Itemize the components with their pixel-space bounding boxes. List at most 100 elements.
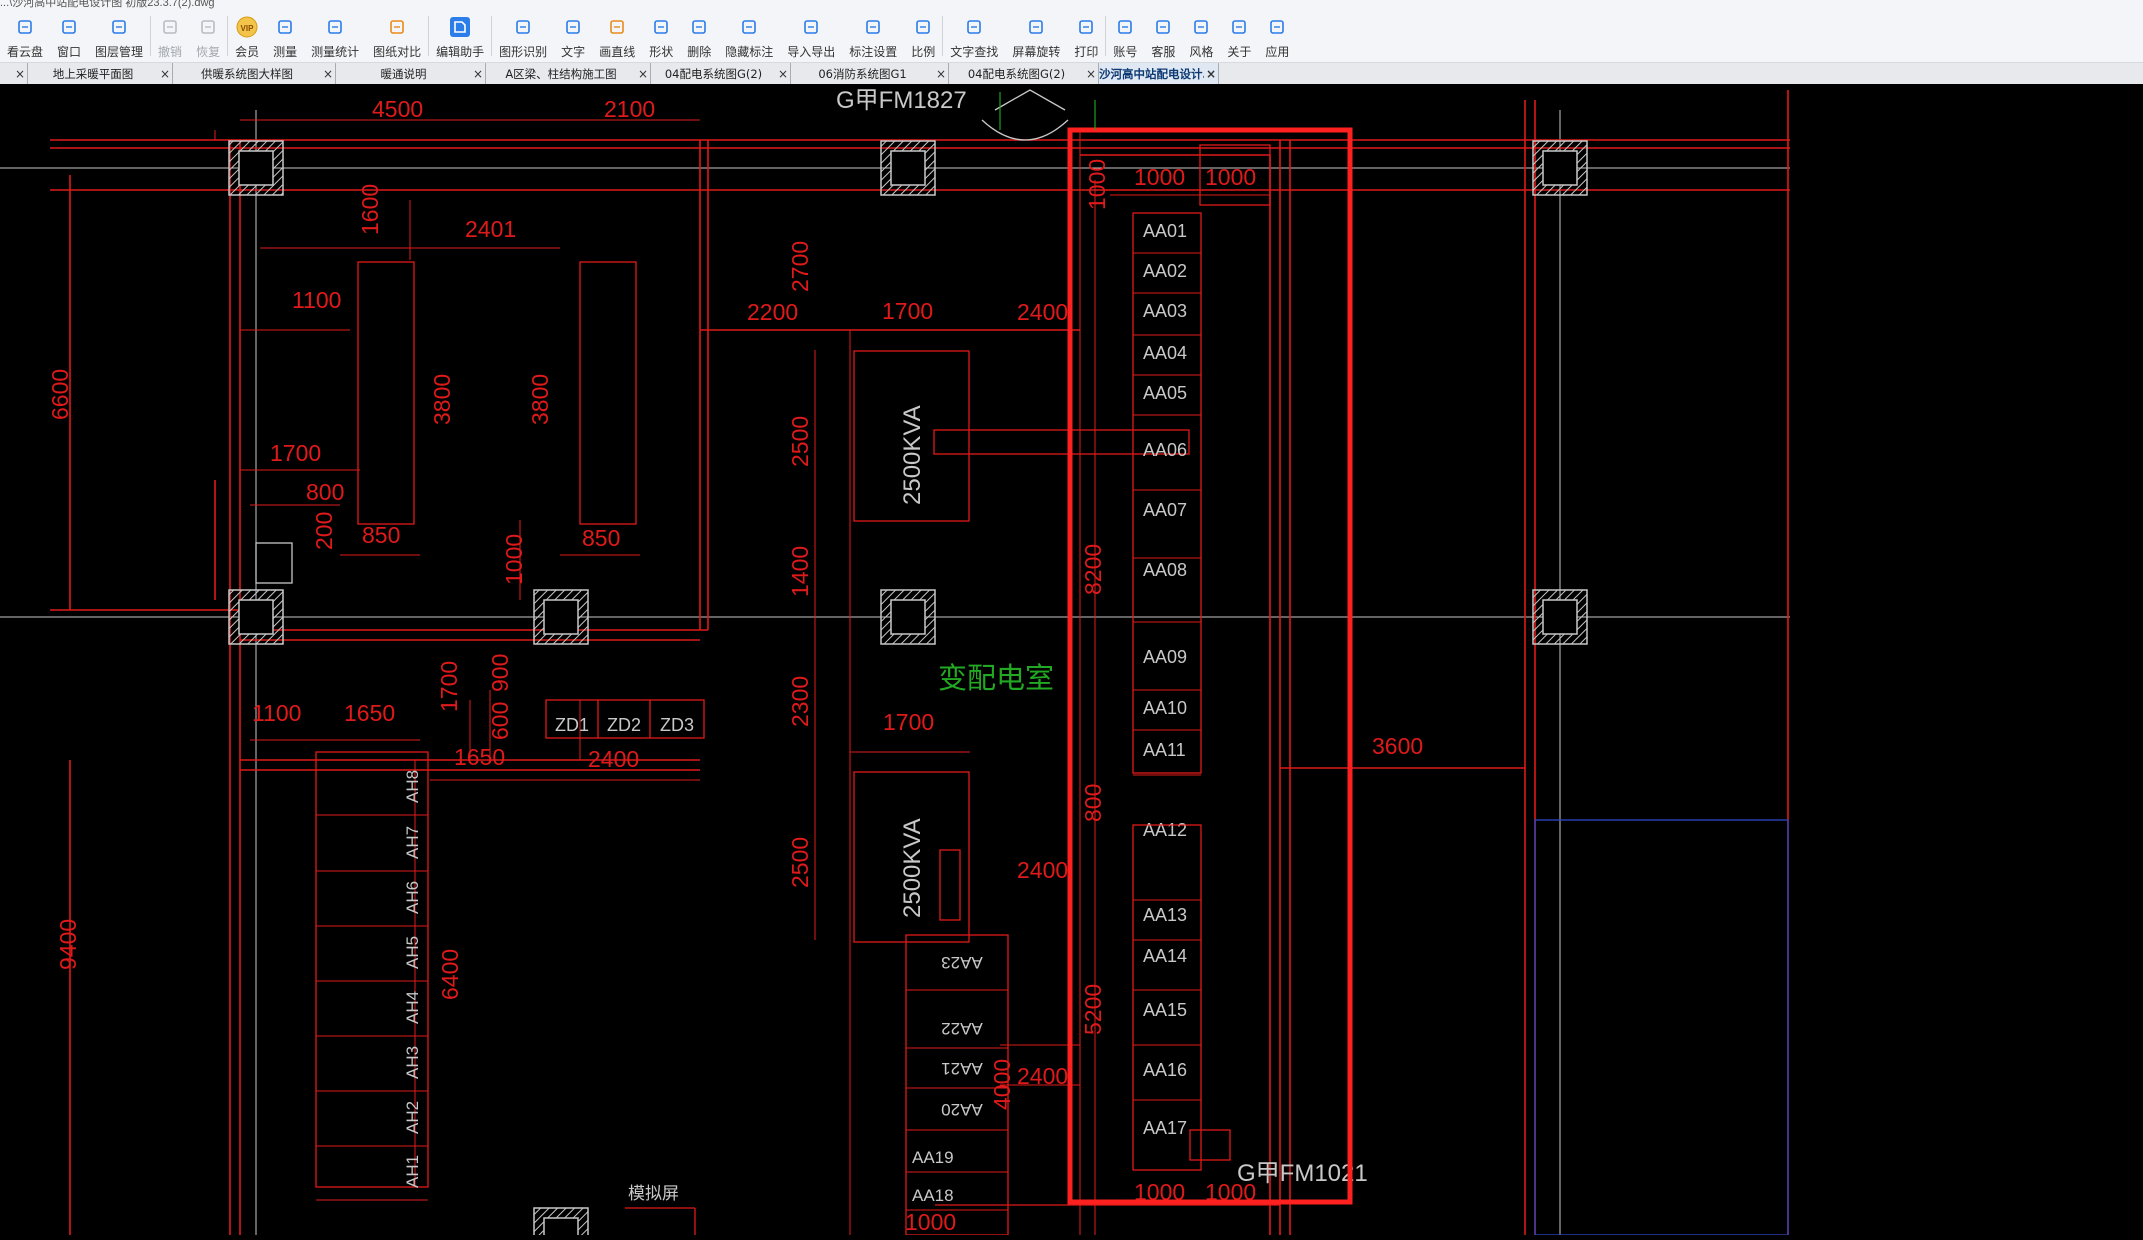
toolbar-apps-button[interactable]: 应用 bbox=[1258, 9, 1296, 62]
toolbar-redo-button[interactable]: 恢复 bbox=[189, 9, 227, 62]
toolbar-text-search-button[interactable]: 文字查找 bbox=[943, 9, 1005, 62]
toolbar-shape-recognize-button[interactable]: 图形识别 bbox=[492, 9, 554, 62]
tab-document[interactable]: 地上采暖平面图× bbox=[28, 63, 173, 84]
toolbar-style-button[interactable]: 风格 bbox=[1182, 9, 1220, 62]
close-icon[interactable]: × bbox=[159, 66, 171, 81]
aa-cabinet-label: AA05 bbox=[1143, 383, 1187, 403]
toolbar-button-label: 恢复 bbox=[196, 45, 221, 59]
toolbar-cloud-button[interactable]: 看云盘 bbox=[0, 9, 50, 62]
dim-text: 3800 bbox=[527, 374, 553, 425]
aa-low-label: AA22 bbox=[941, 1019, 983, 1038]
toolbar-undo-button[interactable]: 撤销 bbox=[151, 9, 189, 62]
toolbar-button-label: 隐藏标注 bbox=[725, 45, 774, 59]
dim-text: 2200 bbox=[747, 299, 798, 325]
scale-icon bbox=[914, 15, 932, 39]
ah-cabinet-label: AH4 bbox=[403, 991, 422, 1024]
dim-text: 4000 bbox=[989, 1059, 1015, 1110]
aa-cabinet-label: AA03 bbox=[1143, 301, 1187, 321]
shape-recognize-icon bbox=[514, 15, 532, 39]
aa-cabinet-label: AA17 bbox=[1143, 1118, 1187, 1138]
compare-icon bbox=[388, 15, 406, 39]
toolbar-line-button[interactable]: 画直线 bbox=[592, 9, 642, 62]
dim-text: 1700 bbox=[882, 298, 933, 324]
undo-icon bbox=[161, 15, 179, 39]
dim-text: 1600 bbox=[357, 184, 383, 235]
toolbar-separator bbox=[942, 16, 944, 56]
dim-text: 3600 bbox=[1372, 733, 1423, 759]
close-icon[interactable]: × bbox=[1085, 66, 1097, 81]
toolbar-scale-button[interactable]: 比例 bbox=[904, 9, 942, 62]
close-icon[interactable]: × bbox=[935, 66, 947, 81]
selection-highlight bbox=[1067, 127, 1353, 1205]
tab-document[interactable]: 06消防系统图G1× bbox=[791, 63, 949, 84]
toolbar-edit-assistant-button[interactable]: 编辑助手 bbox=[429, 9, 491, 62]
toolbar-button-label: 图形识别 bbox=[499, 45, 548, 59]
toolbar-button-label: 导入导出 bbox=[787, 45, 836, 59]
toolbar-button-label: 账号 bbox=[1113, 45, 1138, 59]
toolbar-button-label: 关于 bbox=[1227, 45, 1252, 59]
dim-text: 2400 bbox=[1017, 1063, 1068, 1089]
toolbar-rotate-screen-button[interactable]: 屏幕旋转 bbox=[1005, 9, 1067, 62]
toolbar-hide-annotation-button[interactable]: 隐藏标注 bbox=[718, 9, 780, 62]
ah-cabinet-label: AH6 bbox=[403, 881, 422, 914]
ah-cabinet-label: AH3 bbox=[403, 1046, 422, 1079]
close-icon[interactable]: × bbox=[322, 66, 334, 81]
window-title: ...\沙河高中站配电设计图 初版23.3.7(2).dwg bbox=[0, 0, 215, 9]
toolbar-annotation-settings-button[interactable]: 标注设置 bbox=[842, 9, 904, 62]
zd-box-label: ZD3 bbox=[660, 715, 694, 735]
toolbar-button-label: 测量统计 bbox=[311, 45, 360, 59]
aa-cabinet-label: AA14 bbox=[1143, 946, 1187, 966]
close-icon[interactable]: × bbox=[1205, 66, 1217, 81]
close-icon[interactable]: × bbox=[777, 66, 789, 81]
print-icon bbox=[1077, 15, 1095, 39]
toolbar-shape-button[interactable]: 形状 bbox=[642, 9, 680, 62]
dimension-lines bbox=[214, 119, 1525, 1235]
hide-annotation-icon bbox=[740, 15, 758, 39]
toolbar-account-button[interactable]: 账号 bbox=[1106, 9, 1144, 62]
tab-document[interactable]: 供暖系统图大样图× bbox=[173, 63, 336, 84]
close-icon[interactable]: × bbox=[14, 66, 26, 81]
toolbar-separator bbox=[491, 16, 493, 56]
dim-text: 2300 bbox=[787, 676, 813, 727]
toolbar-print-button[interactable]: 打印 bbox=[1067, 9, 1105, 62]
close-icon[interactable]: × bbox=[472, 66, 484, 81]
close-icon[interactable]: × bbox=[637, 66, 649, 81]
line-icon bbox=[608, 15, 626, 39]
tab-document[interactable]: × bbox=[0, 63, 28, 84]
toolbar-text-button[interactable]: 文字 bbox=[554, 9, 592, 62]
aa-low-label: AA19 bbox=[912, 1148, 954, 1167]
dim-text: 2401 bbox=[465, 216, 516, 242]
toolbar-separator bbox=[227, 16, 229, 56]
tab-active-document[interactable]: 沙河高中站配电设计…× bbox=[1099, 63, 1219, 84]
ah-cabinet-label: AH5 bbox=[403, 936, 422, 969]
dim-text: 1100 bbox=[292, 287, 341, 313]
tab-document[interactable]: 04配电系统图G(2)× bbox=[949, 63, 1099, 84]
info-icon bbox=[1230, 15, 1248, 39]
toolbar-headset-button[interactable]: 客服 bbox=[1144, 9, 1182, 62]
toolbar-measure-button[interactable]: 测量 bbox=[266, 9, 304, 62]
tab-document[interactable]: 暖通说明× bbox=[336, 63, 486, 84]
toolbar-layers-button[interactable]: 图层管理 bbox=[88, 9, 150, 62]
tab-document[interactable]: A区梁、柱结构施工图× bbox=[486, 63, 651, 84]
aa-cabinet-label: AA12 bbox=[1143, 820, 1187, 840]
toolbar-eraser-button[interactable]: 删除 bbox=[680, 9, 718, 62]
dim-text: 2400 bbox=[588, 746, 639, 772]
dim-text: 2100 bbox=[604, 96, 655, 122]
toolbar-button-label: 形状 bbox=[649, 45, 674, 59]
equipment-outlines bbox=[255, 89, 1789, 1236]
dim-text: 2500 bbox=[787, 837, 813, 888]
toolbar-info-button[interactable]: 关于 bbox=[1220, 9, 1258, 62]
toolbar-import-export-button[interactable]: 导入导出 bbox=[780, 9, 842, 62]
tab-document[interactable]: 04配电系统图G(2)× bbox=[651, 63, 791, 84]
ah-cabinet-label: AH2 bbox=[403, 1101, 422, 1134]
dim-text: 1000 bbox=[501, 534, 527, 585]
toolbar-button-label: 文字查找 bbox=[950, 45, 999, 59]
transformer-1-label: 2500KVA bbox=[899, 405, 926, 505]
toolbar-compare-button[interactable]: 图纸对比 bbox=[366, 9, 428, 62]
toolbar-window-button[interactable]: 窗口 bbox=[50, 9, 88, 62]
toolbar-measure-stats-button[interactable]: 测量统计 bbox=[304, 9, 366, 62]
